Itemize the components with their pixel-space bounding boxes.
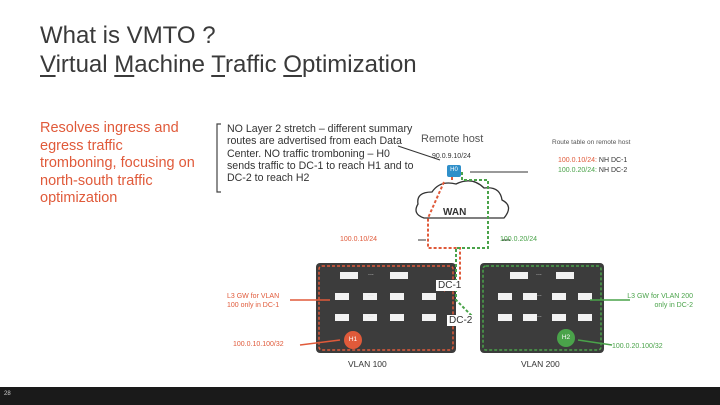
switch-icon: [578, 314, 592, 321]
vlan200-label: VLAN 200: [521, 359, 560, 369]
title-word: ptimization: [301, 51, 417, 78]
route-prefix-1: 100.0.10/24:: [558, 157, 597, 164]
switch-icon: [552, 314, 566, 321]
dc2-dashed-border: [482, 265, 602, 351]
title-line1: What is VMTO ?: [40, 22, 216, 49]
switch-icon: [556, 272, 574, 279]
dc1-route-label: 100.0.10/24: [340, 236, 377, 243]
switch-icon: [552, 293, 566, 300]
remote-host-ip: 90.0.9.10/24: [432, 153, 471, 160]
dc2-switches: [498, 272, 592, 321]
dc2-route-label: 100.0.20/24: [500, 236, 537, 243]
dc2-label: DC-2: [447, 315, 475, 326]
h1-node-icon: [344, 331, 362, 349]
dc1-dashed-border: [318, 265, 454, 351]
dc1-label: DC-1: [436, 280, 464, 291]
title-line2: Virtual Machine Traffic Optimization: [40, 51, 417, 79]
footer-bar: [0, 387, 720, 405]
switch-icon: [390, 293, 404, 300]
switch-icon: [390, 272, 408, 279]
h2-label: H2: [561, 334, 571, 341]
switch-icon: [422, 314, 436, 321]
title-letter-m: M: [114, 51, 135, 78]
switch-icon: [363, 314, 377, 321]
title-letter-t: T: [211, 51, 226, 78]
switch-icon: [510, 272, 528, 279]
route-target-2: NH DC-2: [598, 167, 628, 174]
switch-icon: [498, 314, 512, 321]
wan-label: WAN: [443, 207, 467, 218]
dc1-switches: [335, 272, 436, 321]
title-word: irtual: [55, 51, 115, 78]
switch-icon: [390, 314, 404, 321]
title-word: raffic: [225, 51, 284, 78]
switch-icon: [335, 314, 349, 321]
remote-host-label: Remote host: [421, 133, 484, 145]
switch-icon: [498, 293, 512, 300]
h1-ip-pointer: [299, 339, 341, 346]
h1-ip: 100.0.10.100/32: [233, 341, 284, 348]
h2-node-icon: [557, 329, 575, 347]
h2-ip-pointer: [577, 339, 613, 346]
page-number: 28: [4, 391, 11, 397]
dc1-ellipsis: ...: [368, 312, 374, 319]
switch-icon: [578, 293, 592, 300]
dc2-box: [480, 263, 604, 353]
h0-label: H0: [450, 167, 458, 173]
connector-line: [397, 145, 441, 161]
dc1-box: [316, 263, 456, 353]
switch-icon: [340, 272, 358, 279]
switch-icon: [335, 293, 349, 300]
dc2-ellipsis: ...: [536, 270, 542, 277]
switch-icon: [363, 293, 377, 300]
h1-label: H1: [348, 336, 358, 343]
switch-icon: [523, 314, 537, 321]
route-table-title: Route table on remote host: [552, 139, 631, 146]
stretch-text: NO Layer 2 stretch – different summary r…: [227, 123, 414, 185]
dc2-ellipsis: ...: [536, 291, 542, 298]
dc1-gw-note: L3 GW for VLAN 100 only in DC-1: [227, 293, 280, 309]
text-bracket: [216, 123, 221, 193]
vlan100-label: VLAN 100: [348, 359, 387, 369]
h2-ip: 100.0.20.100/32: [612, 343, 663, 350]
h0-node-icon: [447, 165, 461, 177]
title-letter-v: V: [40, 51, 56, 78]
route-entry-1: 100.0.10/24: NH DC-1: [558, 157, 627, 164]
dc2-gw-note: L3 GW for VLAN 200 only in DC-2: [627, 293, 693, 309]
path-to-dc2: [455, 172, 489, 317]
switch-icon: [422, 293, 436, 300]
route-target-1: NH DC-1: [598, 157, 628, 164]
route-prefix-2: 100.0.20/24:: [558, 167, 597, 174]
switch-icon: [523, 293, 537, 300]
wan-cloud-icon: [415, 180, 510, 219]
route-entry-2: 100.0.20/24: NH DC-2: [558, 167, 627, 174]
dc1-ellipsis: ...: [368, 270, 374, 277]
dc1-ellipsis: ...: [368, 291, 374, 298]
dc2-ellipsis: ...: [536, 312, 542, 319]
title-letter-o: O: [283, 51, 302, 78]
summary-text: Resolves ingress and egress traffic trom…: [40, 120, 195, 206]
title-word: achine: [134, 51, 212, 78]
